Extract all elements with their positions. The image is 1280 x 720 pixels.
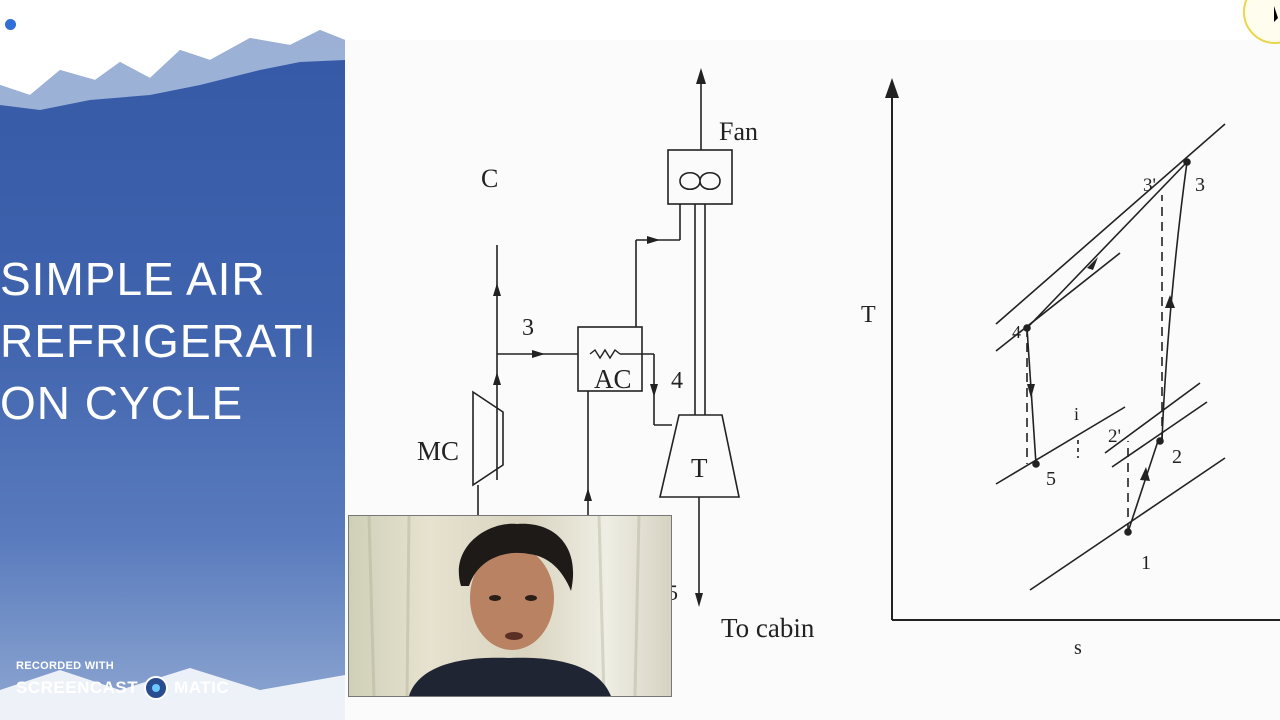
title-panel: SIMPLE AIR REFRIGERATI ON CYCLE — [0, 0, 345, 720]
ts-diagram — [885, 78, 1280, 621]
label-t: T — [691, 453, 708, 483]
axis-label-s: s — [1074, 637, 1082, 659]
label-5: 5 — [667, 580, 678, 605]
label-c: C — [481, 164, 498, 193]
fan-box — [667, 149, 733, 205]
arrow-up-t-axis — [885, 78, 899, 98]
title-line-1: SIMPLE AIR — [0, 253, 266, 305]
watermark-matic: MATIC — [174, 678, 230, 697]
schematic — [472, 68, 740, 607]
label-ac: AC — [594, 364, 632, 394]
diagram-svg: C Fan 3 AC 4 MC T 5 To cabin T s 1 2 2' … — [417, 68, 1280, 659]
turbine-shape — [658, 414, 740, 498]
point-label-3-prime: 3' — [1143, 175, 1156, 196]
point-label-3: 3 — [1195, 174, 1205, 196]
arrow-up-fan — [696, 68, 706, 84]
mouse-cursor-icon — [1274, 6, 1278, 22]
label-3: 3 — [522, 315, 534, 341]
brush-texture — [0, 0, 345, 720]
point-label-2: 2 — [1172, 446, 1182, 468]
watermark-recorded-with: RECORDED WITH — [16, 660, 115, 672]
label-fan: Fan — [719, 117, 758, 146]
presenter-video — [367, 516, 641, 696]
corner-dot-icon — [5, 19, 16, 30]
title-line-3: ON CYCLE — [0, 377, 244, 429]
fan-icon — [679, 171, 721, 191]
webcam-overlay — [348, 515, 672, 697]
compressor-shape — [472, 390, 504, 487]
point-label-1: 1 — [1141, 552, 1151, 574]
watermark-screencast: SCREENCAST — [16, 678, 139, 697]
point-label-4: 4 — [1012, 322, 1021, 342]
screencast-watermark: RECORDED WITH SCREENCAST MATIC — [16, 660, 229, 700]
title-line-2: REFRIGERATI — [0, 315, 317, 367]
record-icon — [144, 676, 169, 700]
label-to-cabin: To cabin — [721, 613, 815, 643]
label-mc: MC — [417, 436, 459, 466]
point-label-5: 5 — [1046, 468, 1056, 490]
ac-box — [577, 326, 643, 392]
point-label-2-prime: 2' — [1108, 426, 1121, 447]
slide-title: SIMPLE AIR REFRIGERATI ON CYCLE — [0, 248, 330, 434]
point-label-i: i — [1074, 404, 1079, 424]
label-4: 4 — [671, 368, 683, 394]
axis-label-t: T — [861, 302, 876, 328]
